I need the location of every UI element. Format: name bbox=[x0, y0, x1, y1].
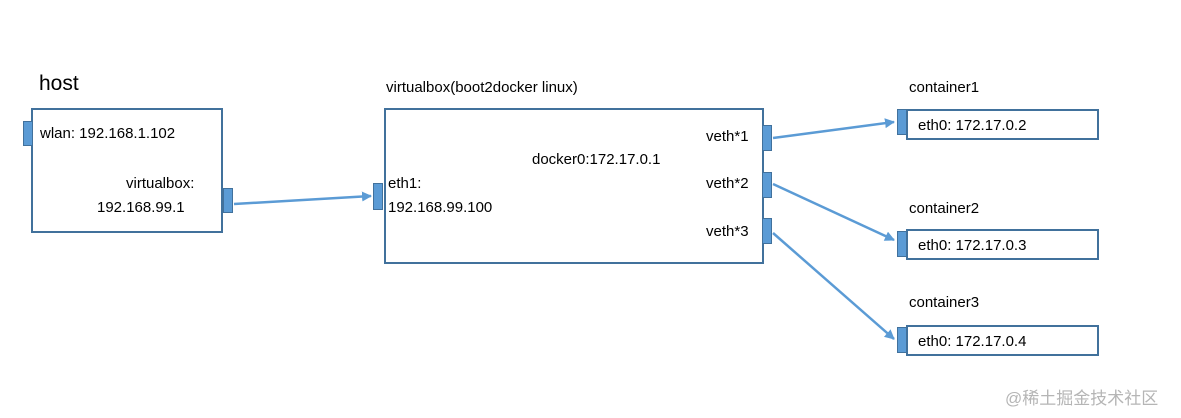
host-virtualbox-ip: 192.168.99.1 bbox=[97, 199, 185, 216]
host-box bbox=[31, 108, 223, 233]
container3-eth0-port bbox=[897, 327, 907, 353]
host-wlan-label: wlan: 192.168.1.102 bbox=[40, 125, 176, 142]
watermark: @稀土掘金技术社区 bbox=[1005, 389, 1159, 408]
host-wlan-port bbox=[23, 121, 33, 146]
container3-box bbox=[906, 325, 1099, 356]
host-title: host bbox=[39, 72, 79, 95]
host-virtualbox-port bbox=[223, 188, 233, 213]
vm-title: virtualbox(boot2docker linux) bbox=[386, 79, 578, 96]
container3-eth0-label: eth0: 172.17.0.4 bbox=[918, 333, 1027, 350]
vm-eth1-port bbox=[373, 183, 383, 210]
container3-title: container3 bbox=[909, 294, 980, 311]
vm-box bbox=[384, 108, 764, 264]
container1-box bbox=[906, 109, 1099, 140]
vm-eth1-ip: 192.168.99.100 bbox=[388, 199, 493, 216]
container1-title: container1 bbox=[909, 79, 980, 96]
container2-box bbox=[906, 229, 1099, 260]
host-virtualbox-label: virtualbox: bbox=[126, 175, 195, 192]
vm-eth1-label: eth1: bbox=[388, 175, 422, 192]
vm-docker0-label: docker0:172.17.0.1 bbox=[532, 151, 661, 168]
arrow-veth3-to-container3 bbox=[772, 232, 895, 340]
vm-veth2-port bbox=[762, 172, 772, 198]
arrow-host-to-eth1 bbox=[233, 191, 372, 206]
arrow-veth2-to-container2 bbox=[772, 182, 895, 242]
vm-veth3-label: veth*3 bbox=[706, 223, 749, 240]
vm-veth1-label: veth*1 bbox=[706, 128, 749, 145]
container2-title: container2 bbox=[909, 200, 980, 217]
vm-veth2-label: veth*2 bbox=[706, 175, 749, 192]
vm-veth3-port bbox=[762, 218, 772, 244]
arrow-veth1-to-container1 bbox=[772, 118, 895, 140]
container2-eth0-port bbox=[897, 231, 907, 257]
container1-eth0-port bbox=[897, 109, 907, 135]
container2-eth0-label: eth0: 172.17.0.3 bbox=[918, 237, 1027, 254]
vm-veth1-port bbox=[762, 125, 772, 151]
container1-eth0-label: eth0: 172.17.0.2 bbox=[918, 117, 1027, 134]
